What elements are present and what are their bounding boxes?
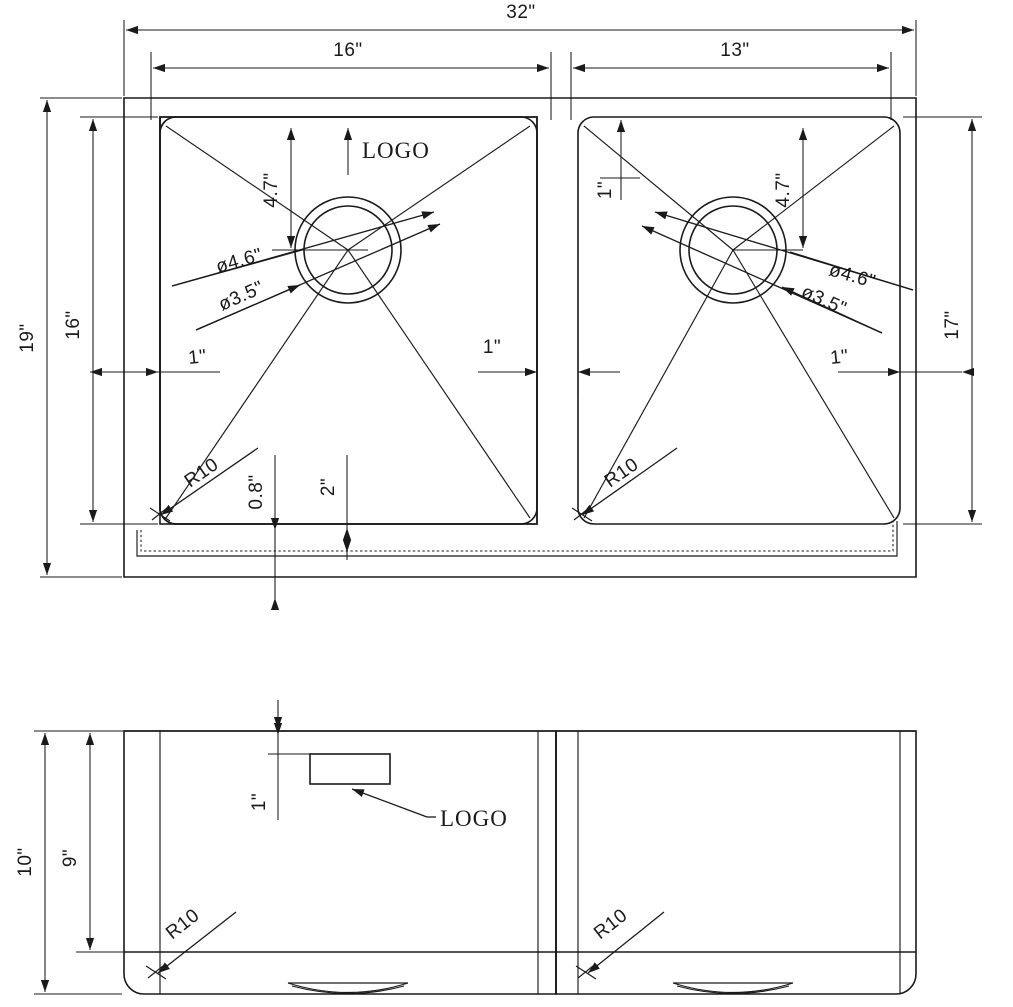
dim-front-bowl-height-9: 9" <box>60 730 158 953</box>
dim-label-16h: 16" <box>333 40 362 61</box>
dim-label-16v: 16" <box>63 310 84 339</box>
r10-label-front-right: R10 <box>590 905 632 944</box>
dim-label-47-left: 4.7" <box>261 172 282 207</box>
r10-label-front-left: R10 <box>162 905 204 944</box>
dim-rim-center-1: 1" <box>478 337 620 395</box>
dim-label-1-center: 1" <box>483 337 501 358</box>
left-bowl-slope-lines <box>165 125 531 519</box>
dia-35-left-leader: ø3.5" <box>195 223 441 331</box>
dim-label-10: 10" <box>15 847 36 876</box>
right-bowl-slope-lines <box>583 125 895 519</box>
right-bowl <box>577 116 901 525</box>
dim-label-1-right: 1" <box>829 346 849 369</box>
dim-label-47-right: 4.7" <box>773 172 794 207</box>
dim-drain-offset-right-47: 4.7" <box>773 128 808 248</box>
dim-rim-left-1: 1" <box>90 346 220 377</box>
r10-top-right: R10 <box>571 447 678 522</box>
dim-right-bowl-depth-17: 17" <box>903 116 982 525</box>
dim-label-19: 19" <box>17 323 38 352</box>
dim-label-2: 2" <box>318 478 339 496</box>
dim-label-1-front: 1" <box>249 793 270 811</box>
dim-label-13: 13" <box>720 40 749 61</box>
dim-front-logo-offset-1: 1" <box>249 700 330 820</box>
dim-bottom-2: 2" <box>318 455 352 560</box>
dim-bottom-08: 0.8" <box>246 455 280 610</box>
right-drain <box>679 196 803 304</box>
dia-46-right-leader: ø4.6" <box>654 211 914 293</box>
logo-label-front: LOGO <box>440 806 508 831</box>
dim-label-9: 9" <box>60 849 81 867</box>
front-drain-bumps <box>287 982 794 995</box>
front-logo-leader: LOGO <box>351 788 508 831</box>
logo-pointer-top: LOGO <box>343 128 430 175</box>
dim-overall-depth-19: 19" <box>17 97 122 578</box>
dim-rim-top-right-1: 1" <box>595 120 640 200</box>
dim-right-bowl-width-13: 13" <box>570 40 892 120</box>
dim-label-08: 0.8" <box>246 474 267 509</box>
dia-label-46-right: ø4.6" <box>827 260 878 293</box>
dia-label-35-right: ø3.5" <box>798 281 850 319</box>
dim-overall-width-32: 32" <box>123 2 917 96</box>
r10-front-right: R10 <box>575 905 665 980</box>
dim-label-32: 32" <box>506 2 535 23</box>
top-view-outline <box>123 97 917 578</box>
dim-left-bowl-depth-16: 16" <box>63 116 158 525</box>
front-logo-plate <box>309 753 391 785</box>
left-drain <box>294 196 402 304</box>
left-bowl <box>159 116 538 525</box>
dia-label-46-left: ø4.6" <box>214 245 265 278</box>
r10-top-left: R10 <box>149 447 259 522</box>
dim-label-1-top-right: 1" <box>595 181 616 199</box>
dim-left-bowl-width-16: 16" <box>150 40 552 120</box>
front-view-outline <box>123 730 917 995</box>
logo-label-top: LOGO <box>362 138 430 163</box>
dim-label-17: 17" <box>942 310 963 339</box>
dim-rim-right-1: 1" <box>829 346 974 377</box>
dim-drain-offset-left-47: 4.7" <box>261 128 305 251</box>
dim-label-1-left: 1" <box>187 346 207 369</box>
